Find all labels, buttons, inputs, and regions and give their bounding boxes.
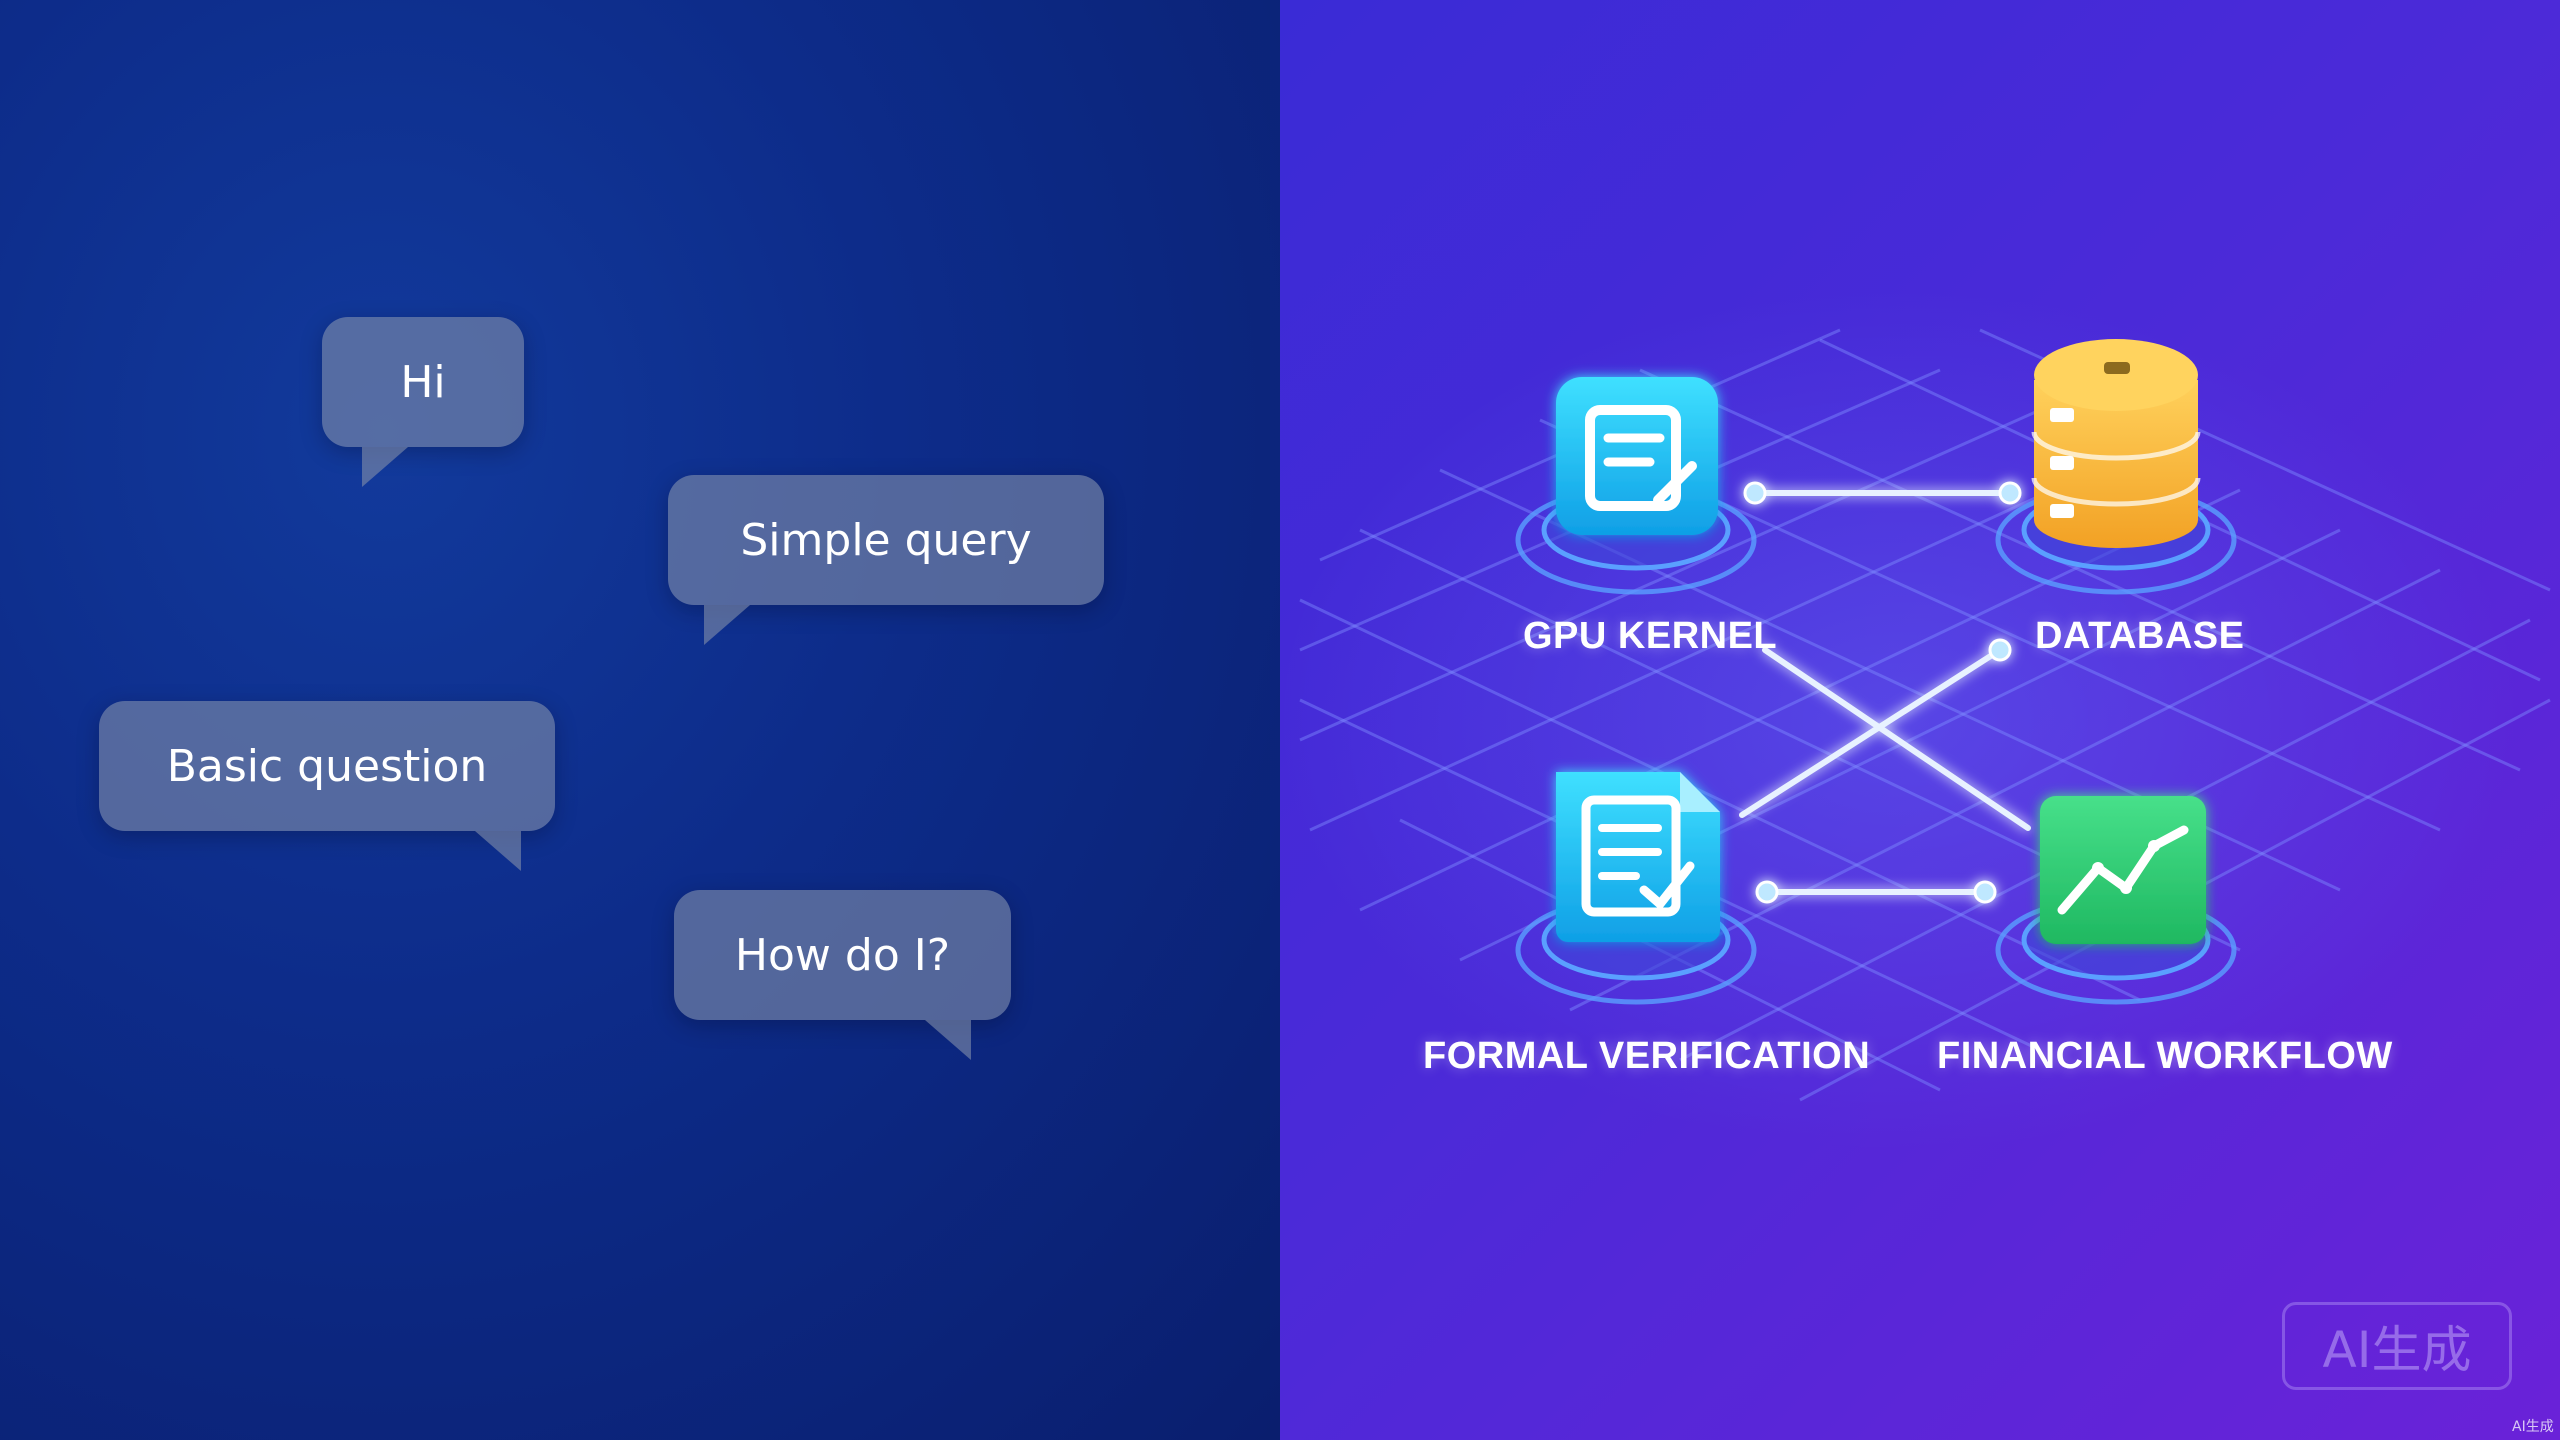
network-diagram xyxy=(1280,290,2551,1150)
label-financial-workflow: FINANCIAL WORKFLOW xyxy=(1937,1035,2393,1077)
label-gpu-kernel: GPU KERNEL xyxy=(1523,615,1778,657)
chat-bubble-how-do-i: How do I? xyxy=(674,890,1011,1060)
chat-bubble-text: Simple query xyxy=(740,514,1032,566)
chat-bubble-text: Basic question xyxy=(166,740,488,792)
line-chart-icon xyxy=(2040,796,2206,944)
line-gpu-to-financial xyxy=(1762,647,2031,831)
connection-lines xyxy=(1739,490,2031,895)
document-edit-icon xyxy=(1556,377,1718,535)
bubble-tail xyxy=(362,447,408,487)
document-check-icon xyxy=(1556,772,1720,942)
label-database: DATABASE xyxy=(2035,615,2245,657)
endpoint-dot xyxy=(1998,481,2022,505)
chat-bubble-basic-question: Basic question xyxy=(99,701,555,871)
bubble-tail xyxy=(704,605,750,645)
endpoint-dot xyxy=(1743,481,1767,505)
endpoint-dot xyxy=(1973,880,1997,904)
endpoint-dot xyxy=(1755,880,1779,904)
bubble-tail xyxy=(925,1020,971,1060)
ai-generated-corner-mark: AI生成 xyxy=(2512,1419,2554,1435)
chat-bubble-simple-query: Simple query xyxy=(668,475,1104,645)
simple-queries-panel: Hi Simple query Basic question How do I? xyxy=(0,0,1280,1440)
database-icon xyxy=(2031,339,2201,548)
chat-bubble-text: How do I? xyxy=(734,929,951,981)
connection-endpoints xyxy=(1743,481,2022,904)
complex-tasks-panel: GPU KERNEL DATABASE FORMAL VERIFICATION … xyxy=(1280,0,2560,1440)
label-formal-verification: FORMAL VERIFICATION xyxy=(1423,1035,1871,1077)
ai-generated-watermark: AI生成 xyxy=(2282,1302,2512,1390)
endpoint-dot xyxy=(1988,638,2012,662)
chat-bubble-hi: Hi xyxy=(322,317,524,487)
line-verification-to-database xyxy=(1739,647,2003,818)
chat-bubble-text: Hi xyxy=(400,356,446,408)
bubble-tail xyxy=(475,831,521,871)
